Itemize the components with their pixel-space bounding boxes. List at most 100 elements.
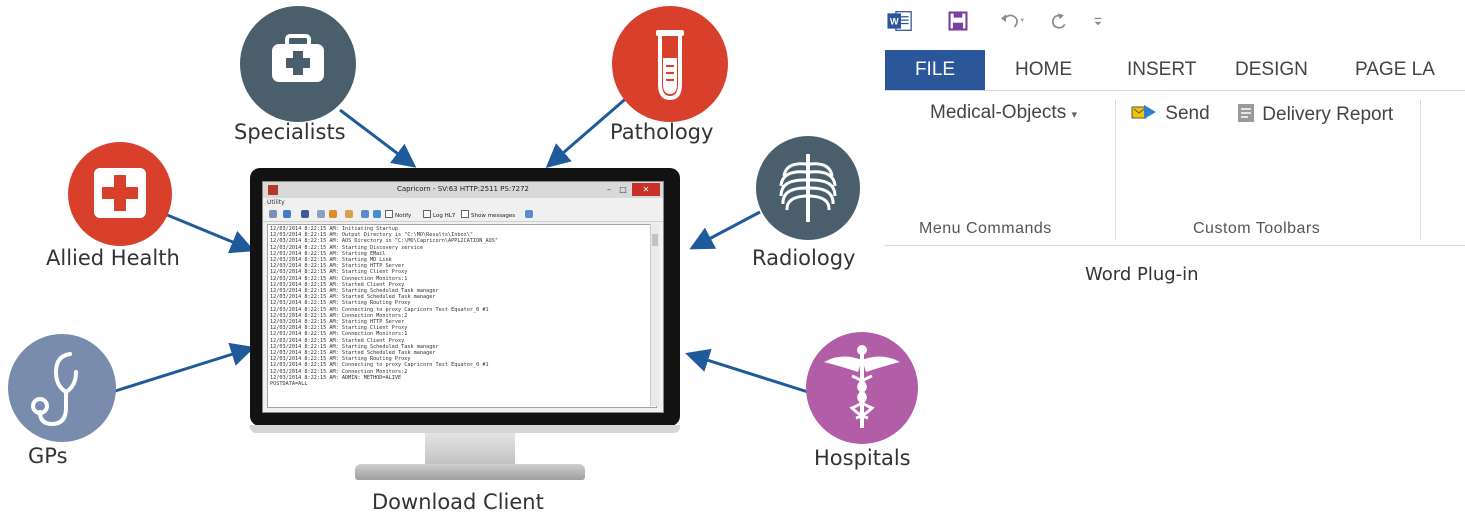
notify-label: Notify [395, 213, 412, 219]
scrollbar-thumb[interactable] [652, 234, 658, 246]
log-line: 12/03/2014 8:22:15 AM: Started Client Pr… [270, 281, 405, 288]
send-label: Send [1165, 103, 1210, 124]
svg-text:W: W [890, 16, 899, 26]
tab-design[interactable]: DESIGN [1235, 59, 1308, 80]
redo-icon[interactable] [1045, 10, 1071, 32]
arrow-allied-health [159, 210, 255, 254]
pathology-label: Pathology [610, 120, 714, 144]
ribbon-separator-end [1420, 100, 1421, 240]
log-line: 12/03/2014 8:22:15 AM: Starting Client P… [270, 269, 408, 276]
ribcage-icon [779, 154, 837, 222]
people-icon[interactable] [361, 210, 369, 218]
report-icon [1238, 104, 1254, 122]
group-custom-toolbars: Custom Toolbars [1193, 220, 1321, 237]
log-hl7-checkbox[interactable]: Log HL7 [423, 210, 455, 219]
radiology-label: Radiology [752, 246, 856, 270]
log-line: 12/03/2014 8:22:15 AM: Started Scheduled… [270, 294, 436, 301]
log-output: 12/03/2014 8:22:15 AM: Initiating Startu… [267, 224, 657, 408]
close-button[interactable]: ✕ [632, 183, 660, 196]
log-line: 12/03/2014 8:22:15 AM: Starting HTTP Ser… [270, 319, 405, 326]
caduceus-icon [824, 345, 900, 428]
log-line: 12/03/2014 8:22:15 AM: Connection Monito… [270, 368, 408, 375]
delivery-report-button[interactable]: Delivery Report [1235, 102, 1393, 126]
allied-health-label: Allied Health [46, 246, 180, 270]
medical-objects-menu[interactable]: Medical-Objects ▾ [930, 102, 1077, 124]
menu-utility[interactable]: Utility [267, 199, 285, 206]
diamond-icon[interactable] [283, 210, 291, 218]
notify-checkbox[interactable]: Notify [385, 210, 411, 219]
monitor-stand [425, 433, 515, 469]
send-button[interactable]: Send [1130, 102, 1210, 125]
maximize-button[interactable]: □ [619, 185, 627, 194]
gps-label: GPs [28, 444, 68, 468]
log-line: 12/03/2014 8:22:15 AM: AOS Directory is … [270, 238, 498, 245]
word-ribbon-tabs: FILE HOME INSERT DESIGN PAGE LA [885, 50, 1465, 91]
word-logo-icon: W [887, 11, 912, 31]
log-scrollbar[interactable] [650, 224, 659, 406]
show-messages-checkbox[interactable]: Show messages [461, 210, 515, 219]
people-icon-2[interactable] [525, 210, 533, 218]
log-line: 12/03/2014 8:22:15 AM: Connection Monito… [270, 275, 408, 282]
log-line: 12/03/2014 8:22:15 AM: Started Client Pr… [270, 337, 405, 344]
hospitals-circle [806, 332, 918, 444]
window-titlebar: Capricorn - SV:63 HTTP:2511 PS:7272 – □ … [263, 182, 663, 198]
log-line: 12/03/2014 8:22:15 AM: Starting Routing … [270, 356, 411, 363]
flame-icon[interactable] [345, 210, 353, 218]
medical-kit-icon [272, 34, 324, 82]
log-line: 12/03/2014 8:22:15 AM: Starting HTTP Ser… [270, 263, 405, 270]
log-line: 12/03/2014 8:22:15 AM: Starting MD Link [270, 257, 392, 264]
window-icon[interactable] [373, 210, 381, 218]
log-line: 12/03/2014 8:22:15 AM: Starting Schedule… [270, 288, 439, 295]
monitor-chin [250, 425, 680, 433]
log-line: 12/03/2014 8:22:15 AM: Connecting to pro… [270, 362, 489, 369]
log-line: 12/03/2014 8:22:15 AM: Output Directory … [270, 232, 474, 239]
medical-objects-label: Medical-Objects [930, 102, 1067, 123]
log-line: POSTDATA=ALL [270, 381, 308, 388]
book-icon[interactable] [301, 210, 309, 218]
log-line: 12/03/2014 8:22:15 AM: Starting Routing … [270, 300, 411, 307]
tab-page-layout[interactable]: PAGE LA [1355, 59, 1435, 80]
radiology-circle [756, 136, 860, 240]
arrow-radiology [689, 210, 761, 250]
group-menu-commands: Menu Commands [919, 220, 1052, 237]
hospitals-label: Hospitals [814, 446, 911, 470]
capricorn-window: Capricorn - SV:63 HTTP:2511 PS:7272 – □ … [262, 181, 664, 413]
tab-file[interactable]: FILE [885, 50, 985, 90]
specialists-label: Specialists [234, 120, 346, 144]
wand-icon[interactable] [269, 210, 277, 218]
test-tube-icon [656, 30, 684, 101]
fire-icon[interactable] [329, 210, 337, 218]
arrow-pathology [545, 93, 631, 168]
arrow-hospitals [685, 348, 809, 394]
stethoscope-icon [31, 352, 78, 427]
tab-home[interactable]: HOME [1015, 59, 1072, 80]
gps-circle [8, 334, 116, 442]
word-ribbon: Medical-Objects ▾ Send Delivery Report M… [885, 90, 1465, 246]
app-toolbar: Notify Log HL7 Show messages [263, 208, 663, 222]
save-icon[interactable] [945, 10, 971, 32]
word-plugin-caption: Word Plug-in [1085, 264, 1199, 285]
minimize-button[interactable]: – [607, 185, 611, 194]
arrow-specialists [339, 108, 417, 168]
copy-icon[interactable] [317, 210, 325, 218]
log-hl7-label: Log HL7 [433, 213, 456, 219]
specialists-circle [240, 6, 356, 122]
undo-icon[interactable]: ▾ [995, 10, 1029, 32]
download-client-label: Download Client [372, 490, 544, 514]
log-line: 12/03/2014 8:22:15 AM: Connecting to pro… [270, 306, 489, 313]
chevron-down-icon: ▾ [1071, 109, 1078, 121]
allied-health-circle [68, 142, 172, 246]
tab-insert[interactable]: INSERT [1127, 59, 1197, 80]
customize-quick-access-icon[interactable] [1090, 10, 1106, 32]
delivery-report-label: Delivery Report [1262, 104, 1394, 125]
log-line: 12/03/2014 8:22:15 AM: Initiating Startu… [270, 226, 399, 232]
log-line: 12/03/2014 8:22:15 AM: Starting Schedule… [270, 343, 439, 350]
app-icon [268, 185, 278, 195]
pathology-circle [612, 6, 728, 122]
arrow-gps [111, 342, 255, 394]
log-line: 12/03/2014 8:22:15 AM: Started Scheduled… [270, 350, 436, 357]
medical-cross-icon [94, 168, 146, 218]
show-messages-label: Show messages [471, 213, 516, 219]
svg-text:▾: ▾ [1020, 16, 1024, 24]
